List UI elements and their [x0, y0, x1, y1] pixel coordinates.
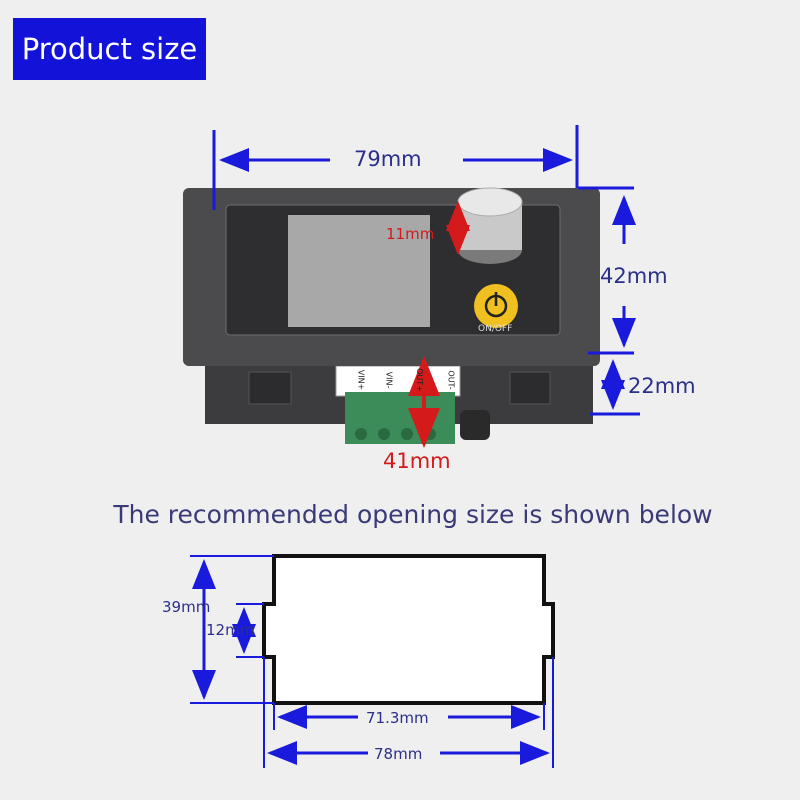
- terminal-label-vin-plus: VIN+: [356, 369, 366, 391]
- opening-dimension-lines: [190, 555, 554, 768]
- knob-dimension-label: 11mm: [386, 225, 435, 243]
- opening-inner-width-label: 71.3mm: [366, 709, 429, 727]
- terminal-dimension-label: 41mm: [383, 449, 451, 473]
- height-dimension-label: 42mm: [600, 264, 668, 288]
- terminal-label-out-minus: OUT-: [446, 370, 456, 390]
- opening-height-label: 39mm: [162, 598, 211, 616]
- terminal-label-vin-minus: VIN-: [384, 371, 394, 389]
- terminal-label-out-plus: OUT+: [414, 368, 424, 392]
- power-button[interactable]: [474, 284, 518, 328]
- power-button-label: ON/OFF: [478, 324, 513, 334]
- lcd-screen: [288, 215, 430, 327]
- banner-label: Product size: [21, 32, 198, 66]
- terminal-labels: VIN+ VIN- OUT+ OUT-: [338, 368, 458, 392]
- opening-subtitle: The recommended opening size is shown be…: [113, 500, 713, 529]
- opening-notch-label: 12mm: [206, 621, 255, 639]
- width-dimension-label: 79mm: [354, 147, 422, 171]
- mount-clip-left: [248, 371, 292, 405]
- opening-outer-width-label: 78mm: [374, 745, 423, 763]
- opening-outline: [262, 554, 555, 705]
- product-size-banner: Product size: [13, 18, 206, 80]
- product-dimension-lines: [212, 125, 640, 448]
- mount-clip-right: [509, 371, 551, 405]
- depth-dimension-label: 22mm: [628, 374, 696, 398]
- rotary-knob[interactable]: [457, 187, 523, 264]
